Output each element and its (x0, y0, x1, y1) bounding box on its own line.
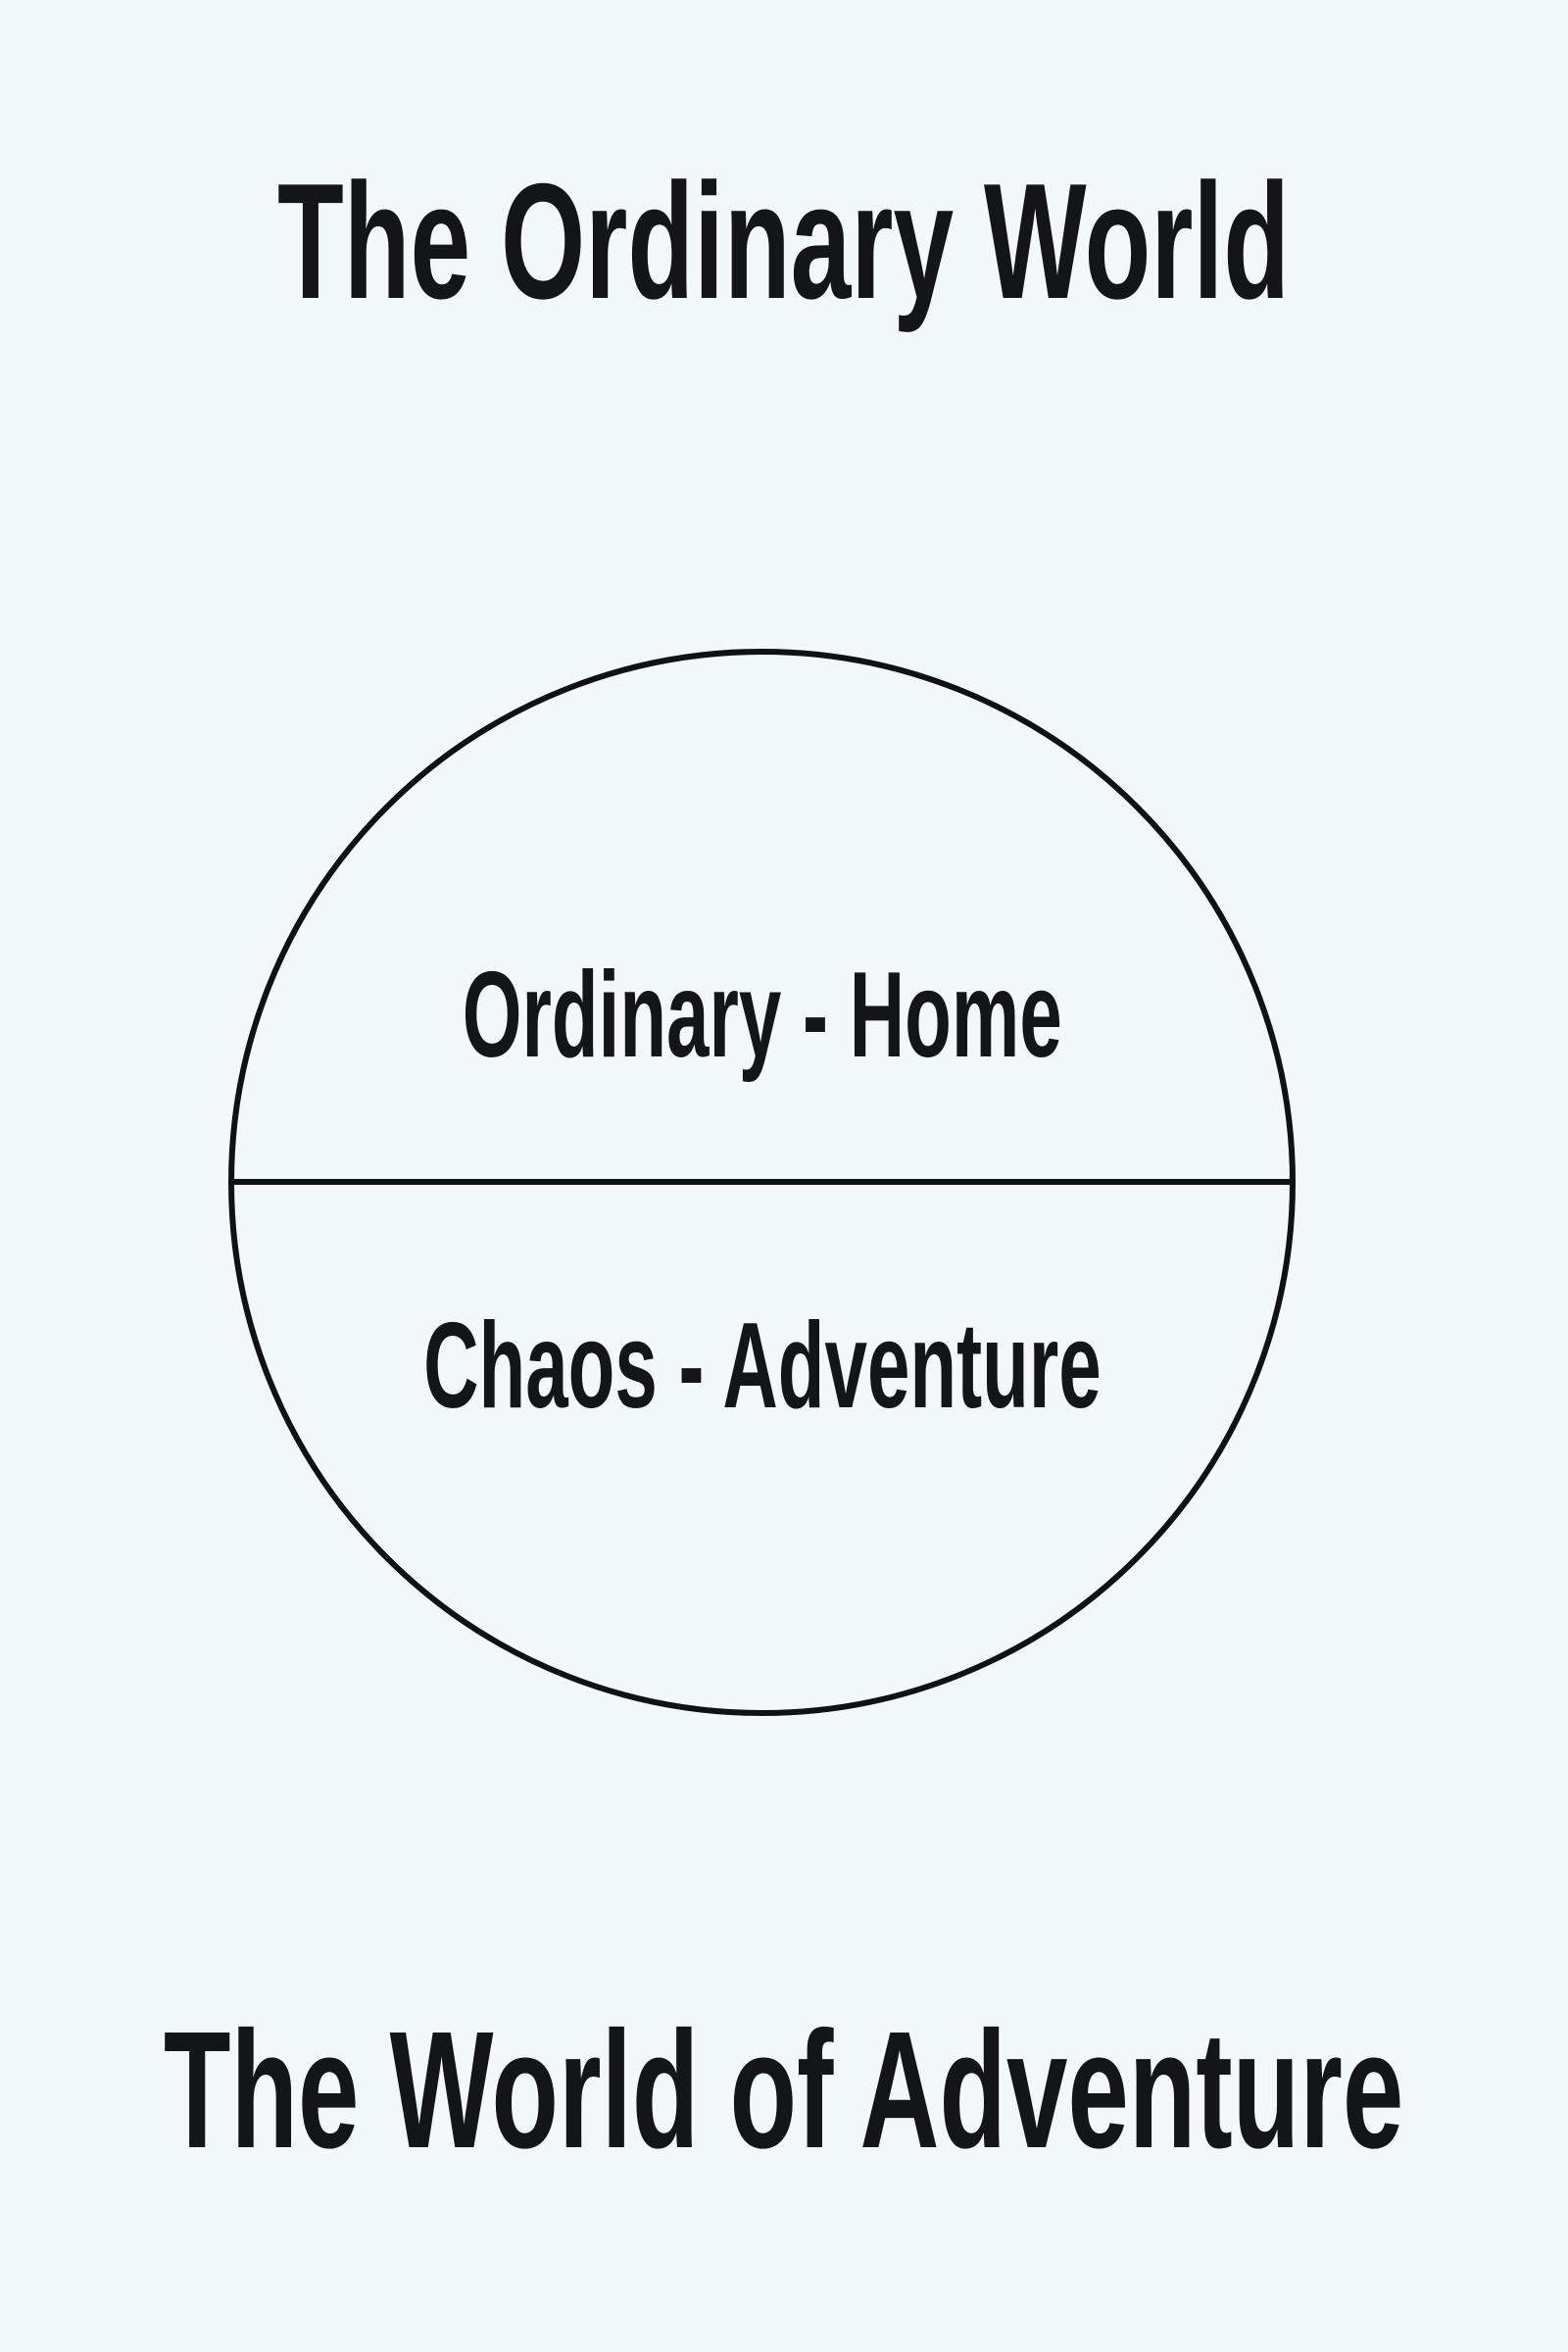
top-title: The Ordinary World (0, 159, 1568, 323)
top-title-text: The Ordinary World (277, 149, 1291, 333)
bottom-title-text: The World of Adventure (164, 1997, 1404, 2183)
split-circle-diagram: Ordinary - Home Chaos - Adventure (228, 649, 1296, 1716)
bottom-half-label-text: Chaos - Adventure (422, 1298, 1102, 1434)
top-half-label-text: Ordinary - Home (462, 948, 1062, 1083)
bottom-half-label: Chaos - Adventure (228, 1305, 1296, 1427)
horizontal-divider-line (228, 1179, 1296, 1185)
top-half-label: Ordinary - Home (228, 955, 1296, 1076)
bottom-title: The World of Adventure (0, 2007, 1568, 2174)
